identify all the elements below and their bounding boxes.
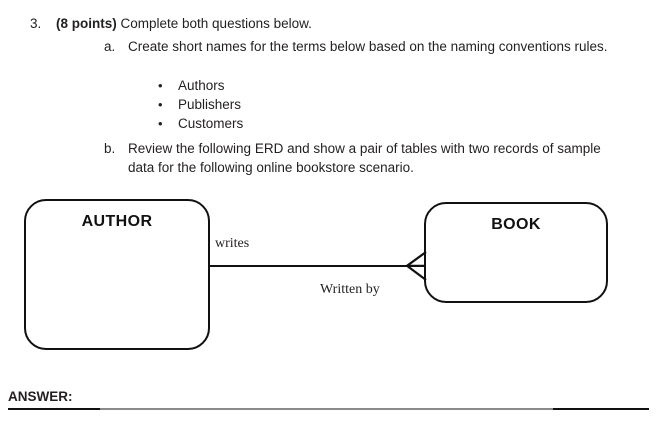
- bullet-label: Publishers: [178, 97, 242, 112]
- sub-item-a-marker: a.: [104, 39, 116, 54]
- question-points-label: (8 points): [56, 16, 117, 31]
- question-item-a: a. Create short names for the terms belo…: [104, 37, 634, 56]
- sub-item-b-marker: b.: [104, 141, 116, 156]
- term-bullet-list: • Authors • Publishers • Customers: [158, 76, 578, 133]
- question-stem-text: Complete both questions below.: [116, 16, 312, 31]
- list-item: • Customers: [158, 114, 578, 133]
- answer-block: ANSWER:: [0, 388, 657, 422]
- list-item: • Publishers: [158, 95, 578, 114]
- erd-entity-author-label: AUTHOR: [81, 213, 153, 230]
- answer-rule-segment-middle: [100, 408, 553, 410]
- erd-entity-author: AUTHOR: [24, 199, 210, 350]
- erd-relationship-label-reverse: Written by: [320, 282, 380, 297]
- bullet-dot-icon: •: [158, 116, 163, 131]
- bullet-label: Customers: [178, 116, 244, 131]
- bullet-label: Authors: [178, 78, 225, 93]
- erd-relationship-label-forward: writes: [215, 236, 250, 251]
- question-item-b: b. Review the following ERD and show a p…: [104, 139, 634, 177]
- answer-rule: [8, 408, 649, 410]
- question-item-3: 3. (8 points) Complete both questions be…: [30, 14, 630, 33]
- sub-item-b-text: Review the following ERD and show a pair…: [128, 141, 601, 175]
- answer-label: ANSWER:: [8, 389, 73, 404]
- crows-foot-many-icon: [405, 251, 427, 281]
- erd-relationship-line: [209, 265, 425, 267]
- list-item: • Authors: [158, 76, 578, 95]
- question-stem: (8 points) Complete both questions below…: [56, 14, 630, 33]
- erd-entity-book: BOOK: [424, 202, 608, 303]
- answer-rule-segment-right: [553, 408, 649, 410]
- sub-item-a-text: Create short names for the terms below b…: [128, 39, 608, 54]
- question-number: 3.: [30, 16, 42, 31]
- erd-entity-book-label: BOOK: [491, 216, 541, 233]
- answer-rule-segment-left: [8, 408, 100, 410]
- erd-diagram: AUTHOR BOOK writes Written by: [0, 185, 657, 360]
- bullet-dot-icon: •: [158, 78, 163, 93]
- bullet-dot-icon: •: [158, 97, 163, 112]
